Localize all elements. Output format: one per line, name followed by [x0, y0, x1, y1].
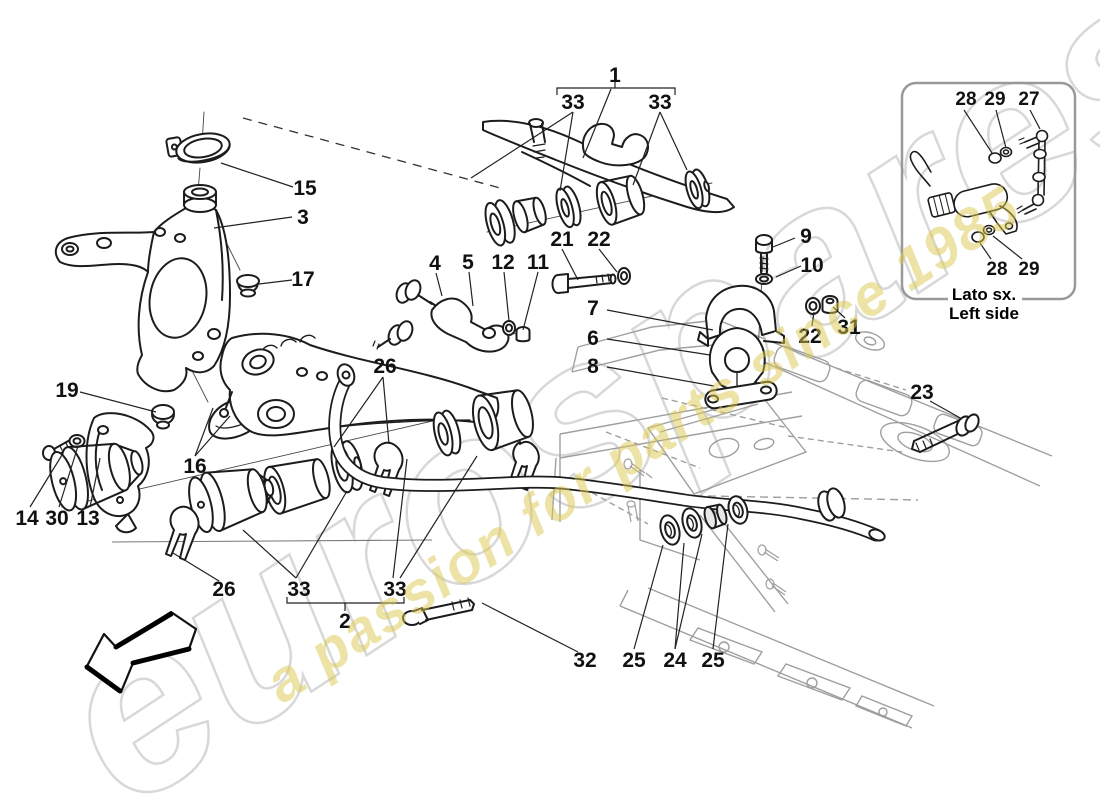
callout-1: 1: [609, 64, 621, 87]
nut-11: [515, 326, 531, 343]
callout-10: 10: [800, 254, 823, 277]
stabilizer-link: [372, 279, 445, 350]
inset-callout-28-top: 28: [955, 89, 976, 110]
callout-16: 16: [183, 455, 206, 478]
callout-26a: 26: [373, 355, 396, 378]
callout-17: 17: [291, 268, 314, 291]
suspension-drawing: [42, 111, 980, 626]
clamp: [165, 132, 231, 164]
washer-22a: [617, 267, 631, 285]
callout-31: 31: [837, 316, 861, 339]
callout-11: 11: [527, 251, 550, 274]
callout-12: 12: [491, 251, 514, 274]
leader-lines: [29, 82, 963, 653]
bar-bushing: [708, 327, 766, 391]
bar-clamps: [659, 495, 749, 546]
washer-22b: [805, 297, 821, 315]
bar-bracket: [697, 284, 785, 347]
callout-9: 9: [800, 225, 812, 248]
bolt-23: [911, 413, 980, 453]
callout-8: 8: [587, 355, 599, 378]
mount-plate: [704, 380, 778, 410]
callout-7: 7: [587, 297, 599, 320]
callouts: 1 33 33 21 22 9 10 4 5 12 11 7 6 8 22 31…: [15, 64, 933, 672]
callout-3: 3: [297, 206, 309, 229]
upper-arm-bushings: [484, 168, 711, 247]
bolt-9: [755, 234, 773, 276]
inset-caption-italian: Lato sx.: [952, 285, 1016, 304]
callout-25b: 25: [701, 649, 725, 672]
callout-15: 15: [293, 177, 317, 200]
callout-33a: 33: [561, 91, 584, 114]
steering-knuckle: [54, 184, 231, 393]
callout-24: 24: [663, 649, 687, 672]
callout-33b: 33: [648, 91, 671, 114]
anti-roll-bar: [328, 363, 886, 542]
inset-callout-28-bottom: 28: [986, 259, 1007, 280]
callout-6: 6: [587, 327, 599, 350]
callout-4: 4: [429, 252, 441, 275]
callout-33d: 33: [383, 578, 406, 601]
inset-callout-29-top: 29: [984, 89, 1005, 110]
bolt-32: [402, 597, 475, 626]
inset-caption-english: Left side: [949, 304, 1019, 323]
callout-2: 2: [339, 610, 351, 633]
upper-control-arm: [482, 118, 735, 214]
bar-bushing-24: [703, 503, 728, 530]
callout-30: 30: [45, 507, 68, 530]
callout-33c: 33: [287, 578, 310, 601]
callout-19: 19: [55, 379, 78, 402]
bolt-21: [551, 273, 617, 294]
callout-23: 23: [910, 381, 933, 404]
inset-callout-27: 27: [1018, 89, 1039, 110]
callout-22b: 22: [798, 325, 821, 348]
callout-25a: 25: [622, 649, 646, 672]
callout-32: 32: [573, 649, 596, 672]
inset-left-side-box: 28 29 27 28 29 Lato sx. Left side: [900, 81, 1077, 323]
washer-30: [68, 434, 86, 448]
grommet-19: [151, 404, 175, 430]
callout-14: 14: [15, 507, 39, 530]
grommet-17: [236, 274, 260, 298]
washer-12: [502, 320, 516, 336]
callout-22: 22: [587, 228, 610, 251]
callout-26b: 26: [212, 578, 235, 601]
washer-10: [755, 273, 773, 285]
assembly-dashed-line: [242, 117, 501, 189]
callout-21: 21: [550, 228, 574, 251]
nut-31: [821, 295, 839, 314]
callout-5: 5: [462, 251, 474, 274]
callout-13: 13: [76, 507, 99, 530]
direction-arrow-icon: [84, 610, 198, 694]
lower-control-arm: [219, 332, 500, 437]
inset-callout-29-bottom: 29: [1018, 259, 1039, 280]
